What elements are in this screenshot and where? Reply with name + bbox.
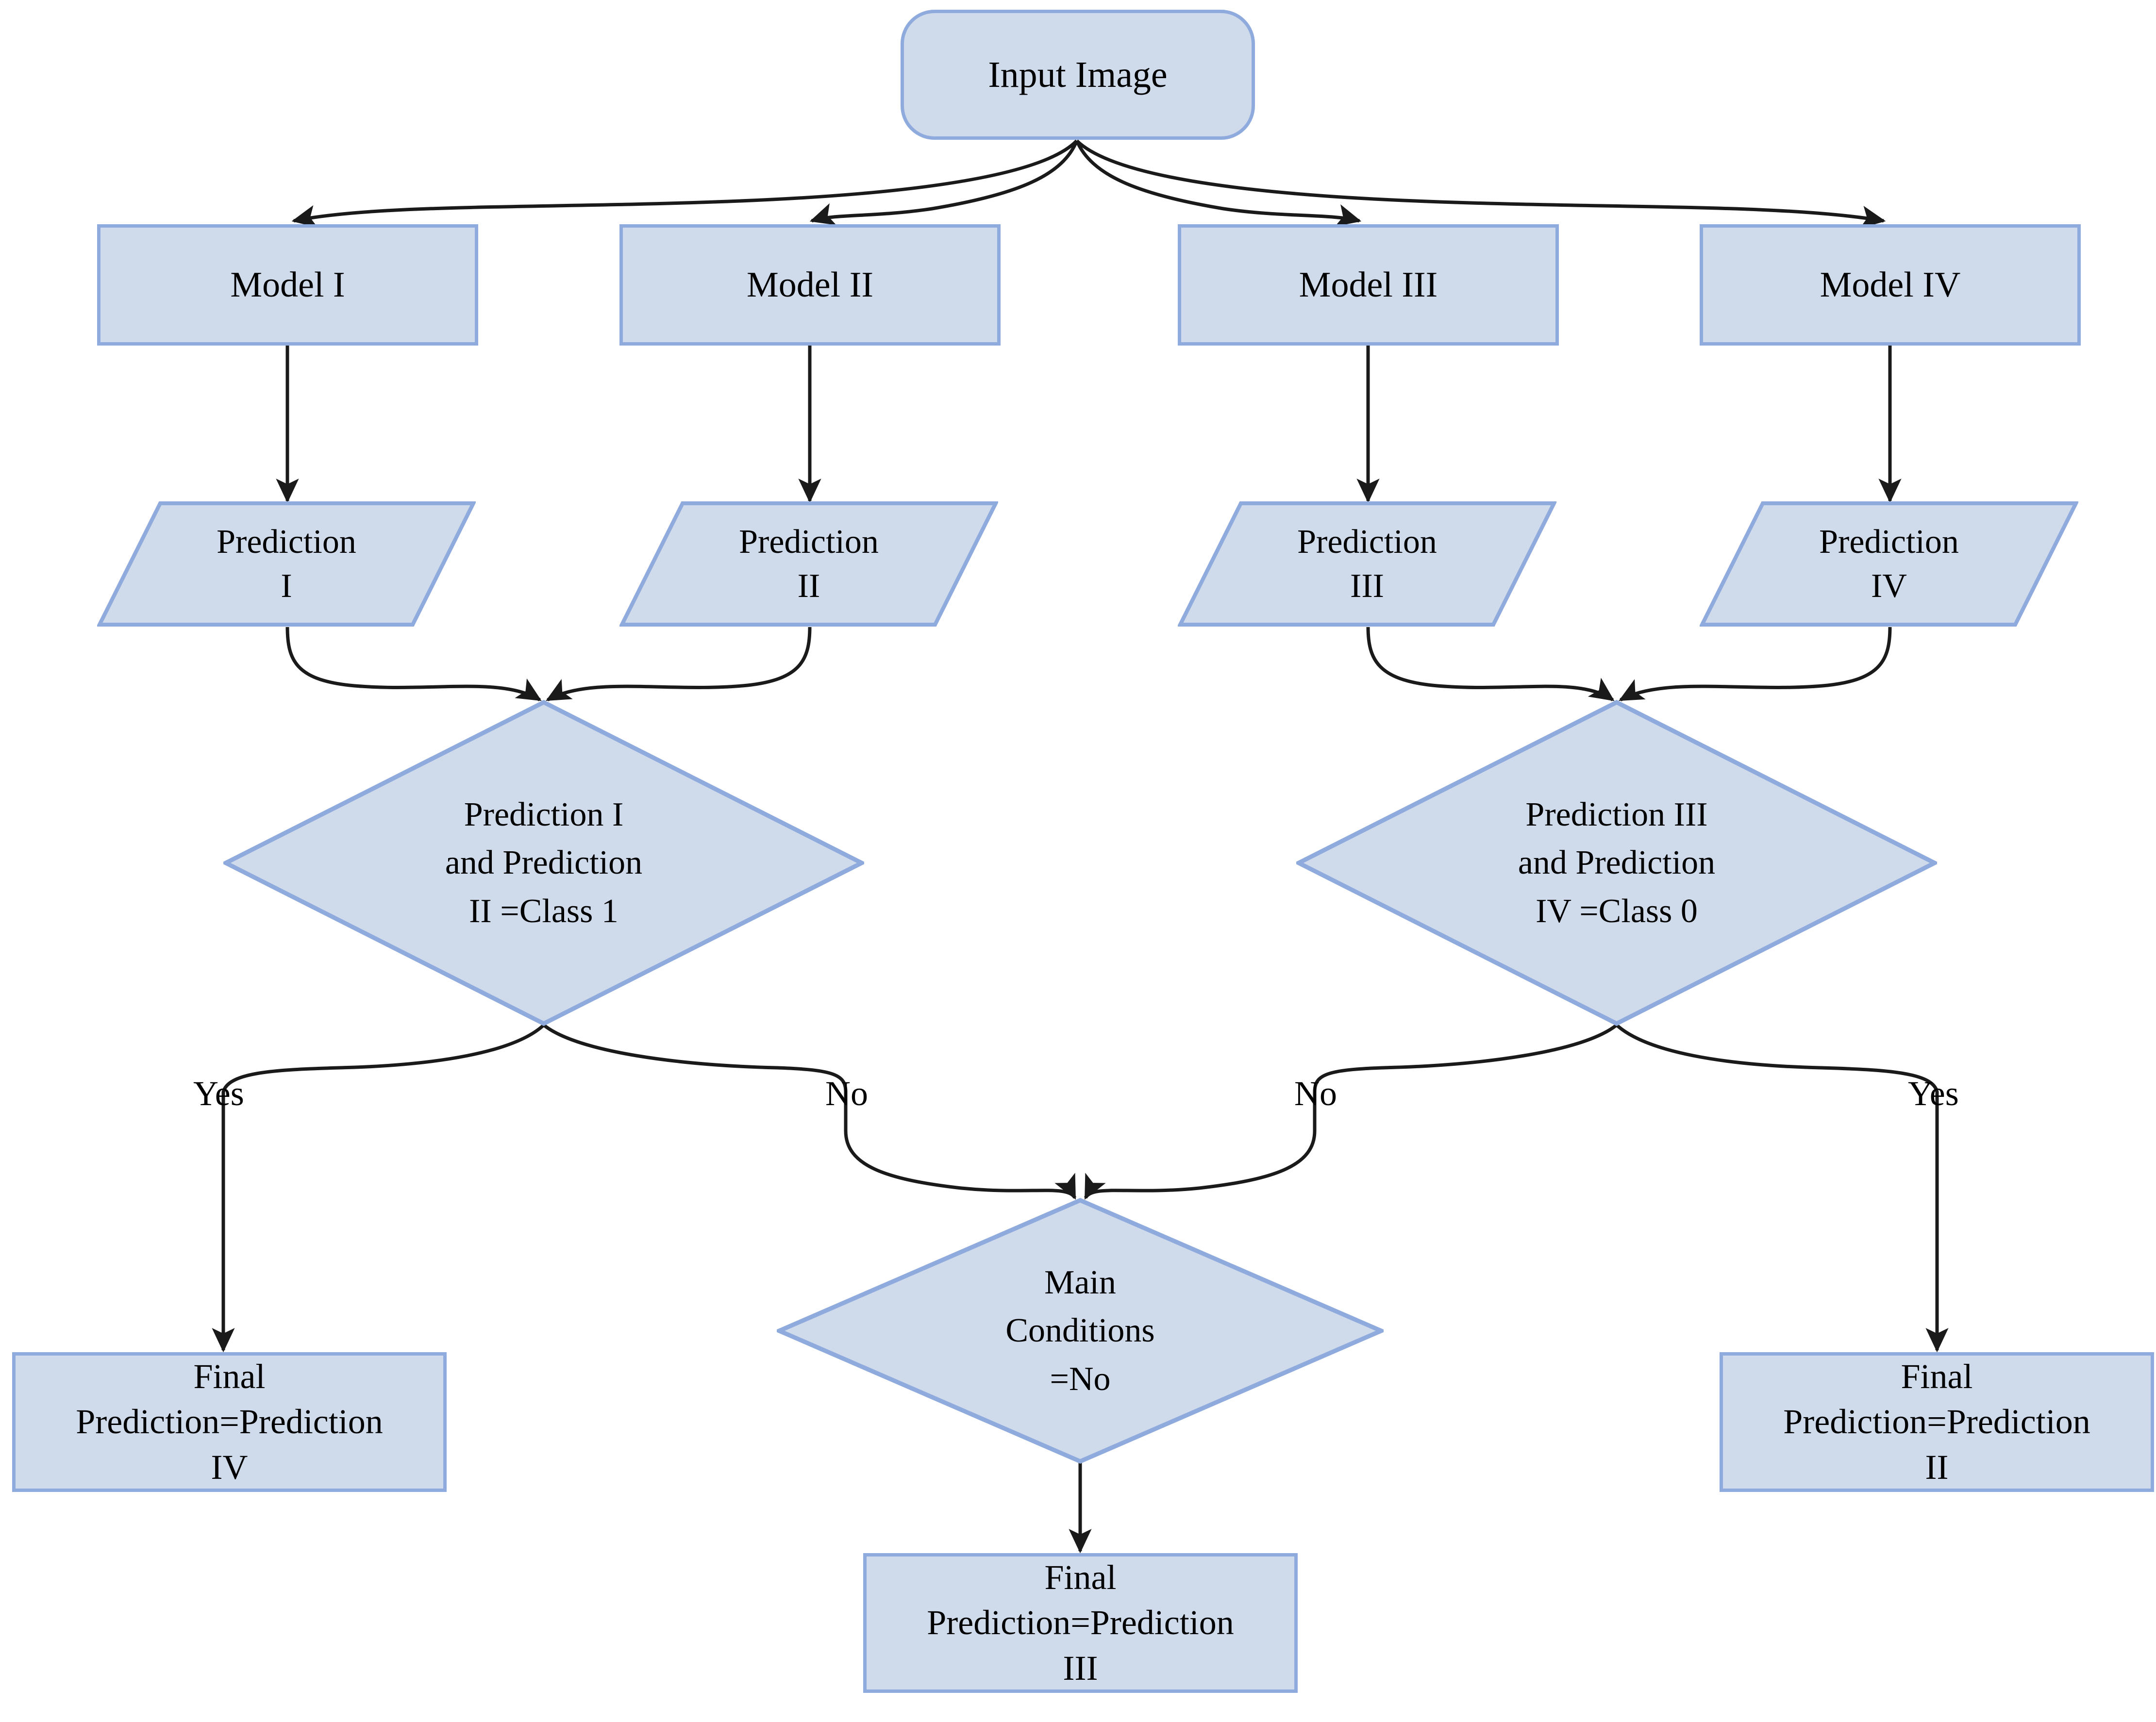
node-prediction-1[interactable]: Prediction I (97, 501, 476, 627)
node-model-4-label: Model IV (1820, 265, 1961, 305)
edge-decision-left-yes (212, 1024, 545, 1353)
edge-label-left-no: No (825, 1074, 868, 1113)
edge-prediction-2-to-decision-left (546, 627, 812, 702)
node-input-image-label: Input Image (988, 54, 1168, 95)
node-model-1[interactable]: Model I (97, 224, 478, 346)
node-final-right[interactable]: Final Prediction=Prediction II (1720, 1352, 2154, 1492)
edge-input-to-model-1 (291, 139, 1078, 228)
node-prediction-2-label: Prediction II (739, 523, 879, 605)
node-final-center-label: Final Prediction=Prediction III (927, 1557, 1234, 1688)
node-model-1-label: Model I (230, 265, 345, 305)
edge-decision-right-yes (1615, 1024, 1949, 1353)
node-prediction-2[interactable]: Prediction II (619, 501, 998, 627)
node-final-center[interactable]: Final Prediction=Prediction III (863, 1553, 1298, 1693)
node-prediction-4-label: Prediction IV (1819, 523, 1959, 605)
node-decision-left[interactable]: Prediction I and Prediction II =Class 1 (223, 700, 864, 1026)
node-model-2[interactable]: Model II (619, 224, 1001, 346)
node-model-3-label: Model III (1299, 265, 1438, 305)
edge-input-to-model-2 (809, 140, 1079, 225)
node-final-left[interactable]: Final Prediction=Prediction IV (12, 1352, 447, 1492)
node-input-image[interactable]: Input Image (901, 10, 1255, 140)
edge-label-right-yes: Yes (1908, 1074, 1959, 1113)
edge-prediction-3-to-decision-right (1366, 627, 1615, 701)
node-prediction-1-label: Prediction I (217, 523, 356, 605)
node-final-left-label: Final Prediction=Prediction IV (76, 1357, 383, 1487)
node-decision-main-label: Main Conditions =No (1005, 1263, 1155, 1398)
node-prediction-4[interactable]: Prediction IV (1700, 501, 2078, 627)
node-model-4[interactable]: Model IV (1700, 224, 2081, 346)
node-model-2-label: Model II (747, 265, 873, 305)
node-final-right-label: Final Prediction=Prediction II (1783, 1357, 2090, 1487)
node-prediction-3-label: Prediction III (1297, 523, 1437, 605)
node-decision-right[interactable]: Prediction III and Prediction IV =Class … (1296, 700, 1937, 1026)
edge-label-right-no: No (1294, 1074, 1337, 1113)
edge-prediction-1-to-decision-left (285, 627, 542, 701)
edge-decision-left-no (542, 1024, 1077, 1200)
edge-decision-right-no (1084, 1024, 1618, 1200)
node-decision-left-label: Prediction I and Prediction II =Class 1 (445, 795, 643, 930)
node-decision-right-label: Prediction III and Prediction IV =Class … (1518, 795, 1716, 930)
edge-label-left-yes: Yes (193, 1074, 244, 1113)
edge-input-to-model-4 (1075, 139, 1886, 229)
node-decision-main[interactable]: Main Conditions =No (777, 1198, 1384, 1464)
edge-prediction-4-to-decision-right (1619, 627, 1892, 702)
node-model-3[interactable]: Model III (1178, 224, 1559, 346)
node-prediction-3[interactable]: Prediction III (1178, 501, 1556, 627)
edge-input-to-model-3 (1075, 140, 1362, 227)
